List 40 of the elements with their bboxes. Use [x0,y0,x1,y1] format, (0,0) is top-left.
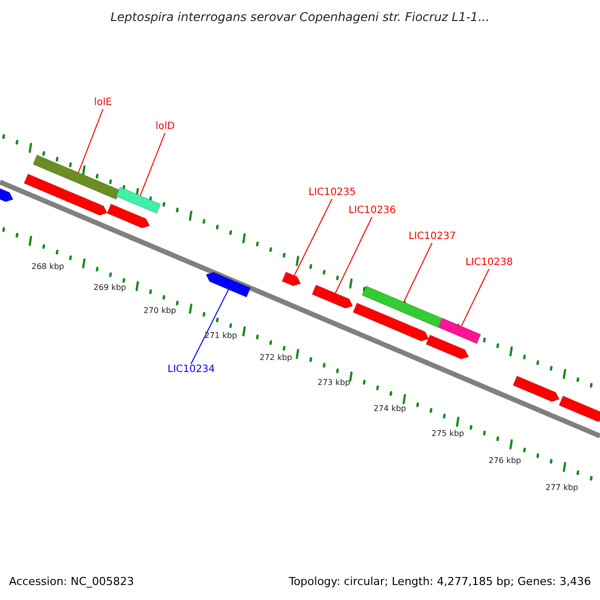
leader-line [294,198,332,276]
gene-label: LIC10238 [466,258,513,268]
gene-bar [116,186,161,214]
leader-line [460,268,490,327]
gene-block [24,174,108,216]
gene-bar [438,318,482,344]
leader-line [334,216,372,294]
gene-label: LIC10236 [348,206,396,216]
gene-block [282,272,302,286]
gene-block [352,302,430,342]
gene-label: lolE [94,98,112,108]
scale-label: 269 kbp [94,284,126,292]
leader-line [403,242,432,302]
gene-label: LIC10235 [308,188,356,198]
gene-label: LIC10234 [168,365,215,375]
gene-block [426,334,470,360]
scale-label: 271 kbp [204,332,238,340]
title: Leptospira interrogans serovar Copenhageni str. Fiocruz L1-1... [109,11,491,23]
gene-bar [362,286,442,328]
scale-label: 274 kbp [374,405,406,413]
gene-block [558,396,600,422]
footer-text: Accession: NC_005823 [9,576,134,587]
gene-block [206,272,251,298]
gene-label: lolD [156,122,175,132]
scale-label: 276 kbp [488,457,522,465]
leader-line [190,288,230,364]
scale-label: 273 kbp [318,379,350,387]
gene-block [312,284,354,309]
scale-label: 277 kbp [546,484,578,492]
scale-label: 272 kbp [260,354,292,362]
scale-label: 268 kbp [32,263,64,271]
scale-label: 270 kbp [144,307,176,315]
gene-block [106,204,150,228]
footer-text: Topology: circular; Length: 4,277,185 bp; Genes: 3,436 [288,576,591,587]
leader-line [78,108,104,174]
gene-bar [32,154,120,200]
gene-block [512,376,560,402]
scale-label: 275 kbp [432,430,464,438]
leader-line [140,132,166,196]
gene-label: LIC10237 [408,232,456,242]
